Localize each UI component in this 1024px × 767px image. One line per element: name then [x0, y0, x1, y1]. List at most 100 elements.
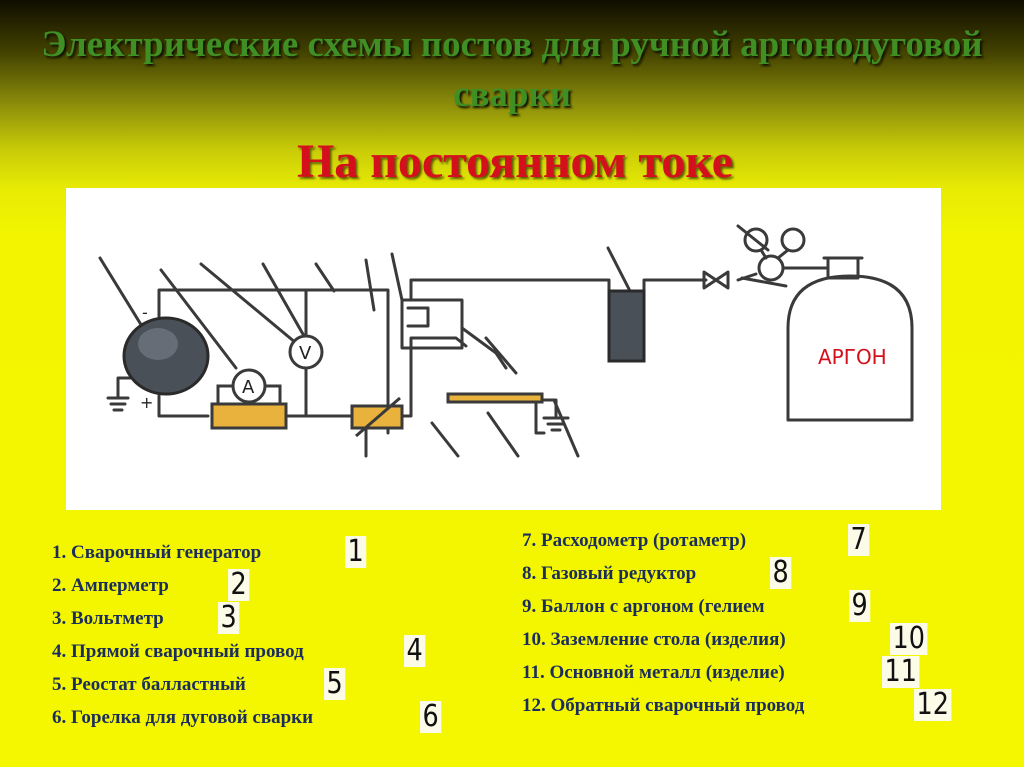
rheostat-arrow — [355, 396, 401, 438]
legend-label: Основной металл (изделие) — [549, 662, 785, 683]
callout-badge-4: 4 — [404, 635, 426, 667]
gas-hose — [409, 278, 611, 300]
reducer-stem-left — [759, 248, 768, 260]
generator-minus-sign: - — [142, 303, 148, 322]
legend-number: 2. — [52, 575, 67, 596]
legend-item-2: 2. Амперметр 2 — [52, 569, 313, 604]
legend-item-12: 12. Обратный сварочный провод 12 — [522, 689, 952, 724]
legend-label: Баллон с аргоном (гелием — [541, 596, 765, 617]
reducer-body — [757, 254, 785, 282]
flow-meter — [607, 289, 646, 363]
legend-label: Реостат балластный — [71, 674, 246, 695]
table-leg — [534, 398, 546, 435]
legend-item-6: 6. Горелка для дуговой сварки 6 — [52, 701, 442, 736]
legend-number: 5. — [52, 674, 67, 695]
legend-item-3: 3. Вольтметр 3 — [52, 602, 313, 637]
callout-badge-6: 6 — [420, 701, 442, 733]
callout-badge-1: 1 — [345, 536, 367, 568]
wire-generator-bottom — [157, 394, 210, 418]
legend-number: 7. — [522, 530, 537, 551]
generator-ground-wire — [116, 376, 136, 400]
legend-item-10: 10. Заземление стола (изделия) 10 — [522, 623, 928, 658]
reducer-gauge-left — [743, 227, 769, 253]
legend-label: Горелка для дуговой сварки — [71, 707, 314, 728]
work-table — [446, 392, 544, 404]
leader-line-11 — [486, 411, 520, 458]
leader-line-2 — [159, 268, 238, 370]
argon-cylinder — [786, 274, 914, 422]
leader-line-9 — [740, 276, 788, 288]
callout-badge-11: 11 — [882, 656, 920, 688]
legend-label: Заземление стола (изделия) — [550, 629, 786, 650]
legend-item-1: 1. Сварочный генератор 1 — [52, 536, 367, 571]
wire-rheostat-to-torch — [400, 336, 468, 418]
legend-number: 11. — [522, 662, 545, 683]
legend-item-4: 4. Прямой сварочный провод 4 — [52, 635, 426, 670]
leader-line-8 — [736, 224, 770, 252]
gas-hose-2 — [642, 278, 708, 293]
legend-item-7: 7. Расходометр (ротаметр) 7 — [522, 524, 870, 559]
legend-item-11: 11. Основной металл (изделие) 11 — [522, 656, 920, 691]
legend-item-9: 9. Баллон с аргоном (гелием 9 — [522, 590, 871, 625]
reducer-stem-right — [776, 248, 790, 260]
callout-badge-9: 9 — [849, 590, 871, 622]
needle-valve — [702, 270, 730, 290]
welding-circuit-diagram: - + A V АРГОН — [98, 224, 914, 458]
leader-line-6 — [364, 258, 376, 312]
legend-label: Расходометр (ротаметр) — [541, 530, 747, 551]
legend-label: Вольтметр — [71, 608, 164, 629]
legend-number: 10. — [522, 629, 546, 650]
slide-title: Электрические схемы постов для ручной ар… — [41, 24, 983, 115]
callout-badge-3: 3 — [218, 602, 240, 634]
legend-label: Амперметр — [71, 575, 169, 596]
argon-cylinder-label: АРГОН — [818, 345, 887, 369]
legend-number: 6. — [52, 707, 67, 728]
legend-label: Обратный сварочный провод — [550, 695, 805, 716]
ammeter-leads — [216, 384, 282, 404]
ammeter-shunt — [210, 402, 288, 430]
leader-line-5 — [314, 262, 336, 293]
callout-badge-8: 8 — [770, 557, 792, 589]
legend-label: Газовый редуктор — [541, 563, 697, 584]
legend-label: Сварочный генератор — [71, 542, 262, 563]
voltmeter — [288, 334, 324, 370]
ammeter-symbol: A — [242, 377, 255, 398]
circuit-diagram-panel: - + A V АРГОН — [66, 188, 941, 510]
leader-line-10 — [552, 398, 580, 458]
legend-item-5: 5. Реостат балластный 5 — [52, 668, 346, 703]
leader-line-12 — [430, 421, 460, 458]
torch-inner — [406, 306, 430, 328]
callout-badge-2: 2 — [228, 569, 250, 601]
callout-badge-5: 5 — [324, 668, 346, 700]
ammeter — [231, 368, 267, 404]
gas-hose-3 — [736, 272, 758, 282]
callout-badge-12: 12 — [914, 689, 952, 721]
torch-body — [484, 336, 518, 375]
legend-number: 8. — [522, 563, 537, 584]
ground-wire — [537, 398, 558, 420]
generator-highlight — [138, 328, 178, 360]
legend-number: 12. — [522, 695, 546, 716]
torch-box — [400, 298, 464, 350]
callout-badge-10: 10 — [890, 623, 928, 655]
legend-label: Прямой сварочный провод — [71, 641, 304, 662]
generator-plus-sign: + — [140, 393, 153, 412]
slide-subtitle: На постоянном токе — [296, 135, 734, 188]
legend-left-column: 1. Сварочный генератор 1 2. Амперметр 2 … — [52, 536, 442, 736]
torch-cable — [460, 326, 508, 370]
legend-item-8: 8. Газовый редуктор 8 — [522, 557, 804, 592]
leader-line-1 — [98, 256, 150, 338]
voltmeter-symbol: V — [299, 343, 312, 364]
leader-line-7 — [606, 246, 633, 295]
legend-right-column: 7. Расходометр (ротаметр) 7 8. Газовый р… — [522, 524, 952, 724]
leader-line-3 — [199, 262, 298, 345]
legend-number: 3. — [52, 608, 67, 629]
wire-generator-top — [157, 288, 390, 435]
callout-badge-7: 7 — [848, 524, 870, 556]
legend-number: 4. — [52, 641, 67, 662]
leader-line-6b — [390, 252, 404, 302]
legend-number: 1. — [52, 542, 67, 563]
legend-number: 9. — [522, 596, 537, 617]
reducer-gauge-right — [780, 227, 806, 253]
